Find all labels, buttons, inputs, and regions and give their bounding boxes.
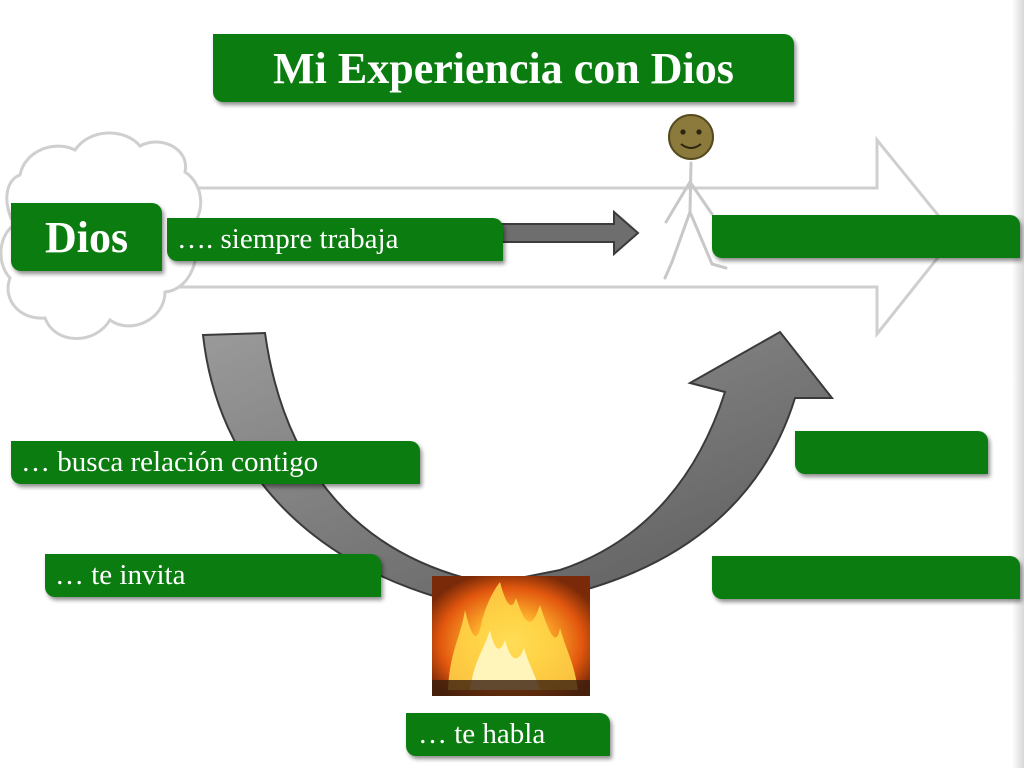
stick-figure-icon bbox=[663, 161, 728, 280]
slide-right-edge bbox=[1012, 0, 1024, 768]
statement-works-box: …. siempre trabaja bbox=[167, 218, 503, 261]
dios-label: Dios bbox=[44, 212, 129, 262]
answer-box-middle bbox=[795, 431, 988, 474]
title-box: Mi Experiencia con Dios bbox=[213, 34, 794, 102]
statement-works: …. siempre trabaja bbox=[177, 223, 399, 255]
statement-relationship-box: … busca relación contigo bbox=[11, 441, 420, 484]
statement-invites: … te invita bbox=[55, 559, 186, 591]
statement-speaks: … te habla bbox=[418, 718, 546, 750]
fire-icon bbox=[432, 576, 590, 696]
small-arrow-icon bbox=[499, 209, 640, 257]
statement-speaks-box: … te habla bbox=[406, 713, 610, 756]
dios-box: Dios bbox=[11, 203, 162, 271]
answer-box-top bbox=[712, 215, 1020, 258]
curved-arrow-icon bbox=[201, 330, 835, 600]
statement-invites-box: … te invita bbox=[45, 554, 381, 597]
page-title: Mi Experiencia con Dios bbox=[273, 43, 734, 93]
answer-box-bottom bbox=[712, 556, 1020, 599]
smiley-head-icon bbox=[668, 114, 714, 160]
statement-relationship: … busca relación contigo bbox=[21, 446, 319, 478]
